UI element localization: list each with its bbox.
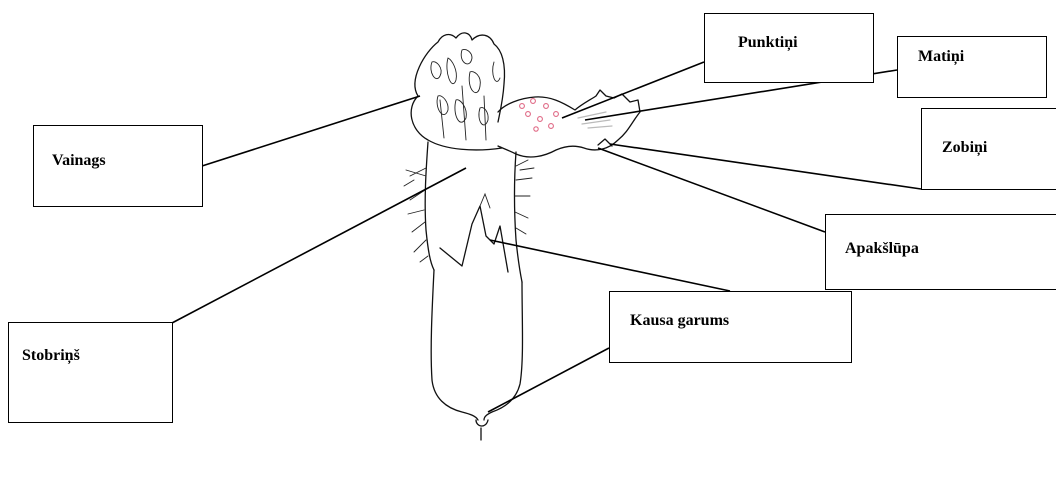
label-apakslupa: Apakšlūpa: [845, 240, 919, 258]
label-box-vainags: Vainags: [33, 125, 203, 207]
lower-lip-outline: [498, 90, 640, 157]
corolla-hood-outline: [415, 33, 505, 122]
leader-line-vainags: [202, 96, 420, 166]
tube-right-edge: [484, 282, 523, 420]
label-box-apakslupa: Apakšlūpa: [825, 214, 1056, 290]
flower-drawing: [404, 33, 640, 440]
label-box-matini: Matiņi: [897, 36, 1047, 98]
spot: [534, 127, 538, 131]
label-stobrins: Stobriņš: [22, 347, 80, 365]
leader-line-kausa-garums-bottom: [488, 348, 609, 412]
spot: [554, 112, 559, 117]
calyx-left-edge: [425, 142, 434, 270]
stamens: [431, 49, 500, 140]
tube-left-edge: [431, 270, 478, 420]
label-box-zobini: Zobiņi: [921, 108, 1056, 190]
label-punktini: Punktiņi: [738, 34, 798, 52]
flower-base: [476, 420, 488, 440]
leader-line-zobini: [610, 144, 921, 189]
spot: [544, 104, 549, 109]
leader-line-kausa-garums-top: [490, 240, 730, 291]
label-box-stobrins: Stobriņš: [8, 322, 173, 423]
lower-lip-teeth: [598, 139, 612, 146]
label-box-punktini: Punktiņi: [704, 13, 874, 83]
calyx-teeth: [440, 206, 508, 272]
leader-line-stobrins: [172, 168, 466, 323]
spot: [538, 117, 543, 122]
label-kausa-garums: Kausa garums: [630, 312, 729, 330]
leader-line-punktini: [562, 62, 704, 118]
corolla-spots: [520, 99, 559, 132]
calyx-right-edge: [515, 152, 523, 282]
spot: [531, 99, 536, 104]
label-zobini: Zobiņi: [942, 139, 987, 157]
lower-lip-hairs: [578, 112, 612, 128]
spot: [526, 112, 531, 117]
label-matini: Matiņi: [918, 48, 964, 66]
corolla-left-bulge: [411, 96, 502, 150]
label-vainags: Vainags: [52, 152, 106, 170]
spot: [520, 104, 525, 109]
leader-line-apakslupa: [598, 148, 825, 232]
label-box-kausa-garums: Kausa garums: [609, 291, 852, 363]
spot: [549, 124, 554, 129]
